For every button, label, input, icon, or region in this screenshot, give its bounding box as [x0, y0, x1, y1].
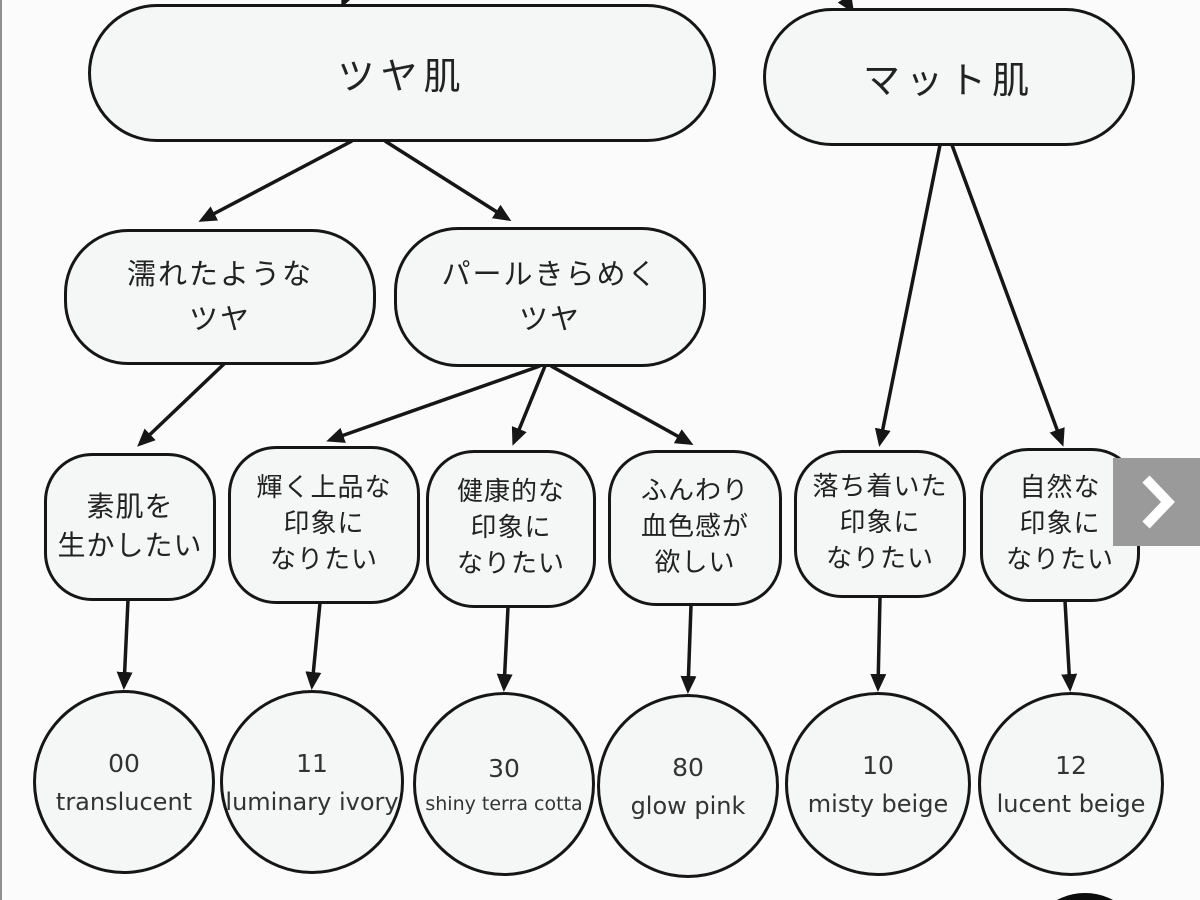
node-healthy-impression: 健康的な 印象に なりたい: [426, 450, 596, 608]
arrow-funwari-80: [680, 604, 697, 694]
product-name: luminary ivory: [225, 787, 399, 816]
node-label: 濡れたような ツヤ: [126, 257, 313, 336]
node-label: ふんわり 血色感が 欲しい: [640, 476, 749, 578]
arrow-shizen-12: [1061, 600, 1078, 692]
product-circle-11-luminary-ivory: 11 luminary ivory: [220, 690, 404, 874]
arrow-ochitsuita-10: [870, 596, 887, 692]
node-label: 自然な 印象に なりたい: [1005, 473, 1114, 575]
product-name: glow pink: [630, 791, 746, 820]
node-wet-gloss: 濡れたような ツヤ: [64, 229, 376, 365]
node-label: 健康的な 印象に なりたい: [456, 477, 565, 579]
arrow-tsuya-pearl: [384, 139, 512, 222]
carousel-next-button[interactable]: [1113, 458, 1200, 546]
chevron-right-icon: [1141, 475, 1175, 529]
node-label: 輝く上品な 印象に なりたい: [256, 473, 392, 575]
left-edge-divider: [0, 0, 2, 900]
node-label: マット肌: [863, 59, 1035, 102]
node-calm-impression: 落ち着いた 印象に なりたい: [794, 450, 966, 598]
arrow-pearl-funwari: [550, 364, 694, 445]
arrow-kenko-30: [496, 606, 513, 692]
product-number: 10: [862, 750, 894, 780]
product-number: 11: [296, 748, 328, 778]
arrow-pearl-kenko: [511, 365, 547, 446]
product-name: lucent beige: [996, 789, 1146, 818]
arrow-matte-ochitsuita: [874, 144, 942, 447]
node-radiant-elegant: 輝く上品な 印象に なりたい: [228, 446, 420, 604]
product-circle-10-misty-beige: 10 misty beige: [785, 692, 971, 876]
product-circle-30-shiny-terra-cotta: 30 shiny terra cotta: [413, 692, 595, 876]
node-bare-skin: 素肌を 生かしたい: [44, 453, 216, 601]
product-circle-80-glow-pink: 80 glow pink: [597, 694, 779, 878]
product-number: 12: [1055, 750, 1087, 780]
node-label: 素肌を 生かしたい: [57, 490, 203, 562]
product-name: translucent: [55, 787, 193, 816]
node-matte-skin: マット肌: [763, 8, 1135, 146]
product-circle-00-translucent: 00 translucent: [33, 690, 215, 874]
node-natural-impression: 自然な 印象に なりたい: [980, 448, 1140, 602]
product-number: 00: [108, 748, 140, 778]
arrow-nureta-suhada: [137, 361, 227, 447]
product-number: 80: [672, 752, 704, 782]
arrow-pearl-kagayaku: [326, 364, 541, 443]
arrow-tsuya-nureta: [198, 139, 353, 222]
node-label: パールきらめく ツヤ: [441, 257, 659, 336]
node-soft-flush: ふんわり 血色感が 欲しい: [608, 450, 782, 606]
product-number: 30: [488, 753, 520, 783]
node-label: 落ち着いた 印象に なりたい: [812, 472, 948, 574]
node-glossy-skin: ツヤ肌: [88, 4, 716, 142]
floating-action-button[interactable]: [1025, 893, 1145, 900]
arrow-matte-shizen: [950, 144, 1065, 447]
product-name: misty beige: [807, 789, 949, 818]
arrow-kagayaku-11: [305, 602, 322, 690]
arrow-suhada-00: [116, 599, 133, 690]
node-pearl-gloss: パールきらめく ツヤ: [394, 227, 706, 367]
node-label: ツヤ肌: [337, 55, 467, 98]
product-circle-12-lucent-beige: 12 lucent beige: [978, 692, 1164, 876]
product-name: shiny terra cotta: [425, 792, 583, 815]
